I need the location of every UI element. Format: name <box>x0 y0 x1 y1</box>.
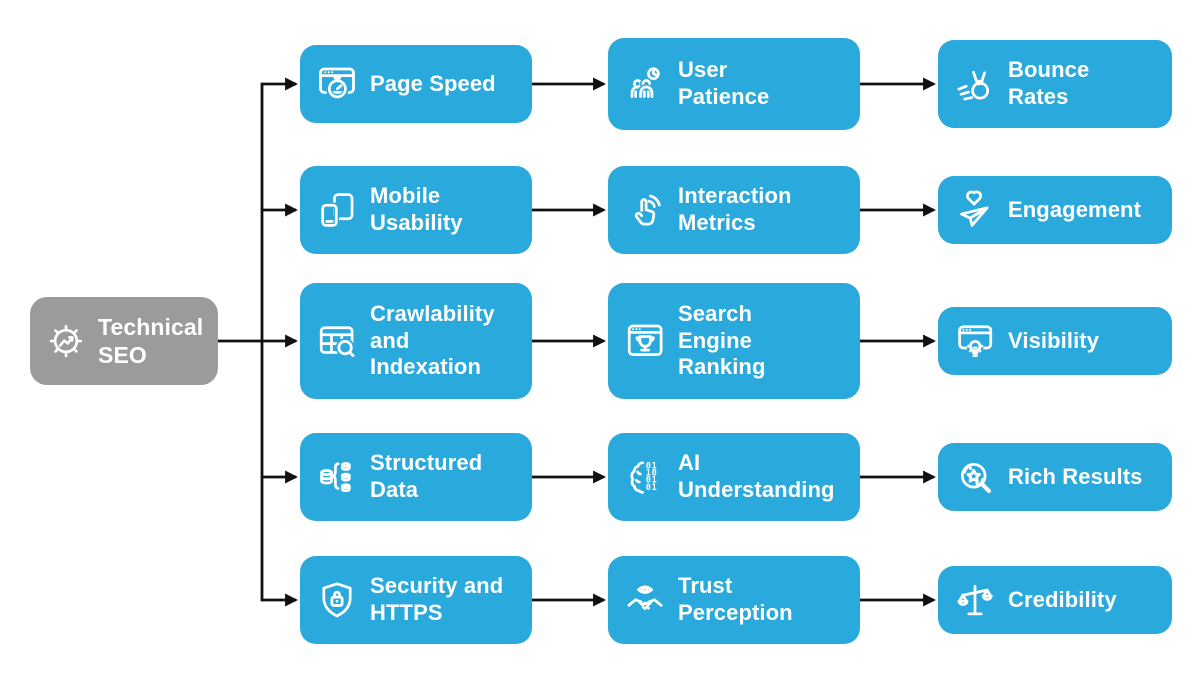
node-credibility: Credibility <box>938 566 1172 634</box>
node-label: Visibility <box>1008 327 1100 353</box>
ai-understanding-icon: 01 10 01 01 <box>623 455 667 499</box>
node-label: Crawlability and Indexation <box>370 300 495 380</box>
search-engine-ranking-icon <box>623 319 667 363</box>
mobile-usability-icon <box>315 188 359 232</box>
node-label: Technical SEO <box>98 313 204 368</box>
crawlability-indexation-icon <box>315 319 359 363</box>
svg-text:01: 01 <box>646 476 658 486</box>
interaction-metrics-icon <box>623 188 667 232</box>
node-label: Security and HTTPS <box>370 573 504 625</box>
bounce-rates-icon <box>953 62 997 106</box>
node-label: Rich Results <box>1008 463 1143 489</box>
node-user-patience: User Patience <box>608 38 860 130</box>
svg-text:01: 01 <box>646 461 658 471</box>
node-search-engine-ranking: Search Engine Ranking <box>608 283 860 399</box>
svg-text:01: 01 <box>646 483 658 493</box>
node-label: AI Understanding <box>678 450 835 502</box>
user-patience-icon <box>623 62 667 106</box>
node-label: Structured Data <box>370 450 483 502</box>
credibility-icon <box>953 578 997 622</box>
node-crawlability-indexation: Crawlability and Indexation <box>300 283 532 399</box>
node-technical-seo: Technical SEO <box>30 297 218 385</box>
node-mobile-usability: Mobile Usability <box>300 166 532 254</box>
node-engagement: Engagement <box>938 176 1172 244</box>
node-label: Interaction Metrics <box>678 183 792 235</box>
node-label: Page Speed <box>370 70 496 96</box>
trust-perception-icon <box>623 578 667 622</box>
node-label: Trust Perception <box>678 573 793 625</box>
node-label: Credibility <box>1008 586 1117 612</box>
node-label: User Patience <box>678 57 770 109</box>
node-label: Engagement <box>1008 196 1142 222</box>
node-rich-results: Rich Results <box>938 443 1172 511</box>
gear-trend-icon <box>45 320 87 362</box>
engagement-icon <box>953 188 997 232</box>
page-speed-icon <box>315 62 359 106</box>
node-label: Mobile Usability <box>370 183 463 235</box>
node-page-speed: Page Speed <box>300 45 532 123</box>
node-bounce-rates: Bounce Rates <box>938 40 1172 128</box>
security-https-icon <box>315 578 359 622</box>
node-ai-understanding: 01 10 01 01 AI Understanding <box>608 433 860 521</box>
node-trust-perception: Trust Perception <box>608 556 860 644</box>
rich-results-icon <box>953 455 997 499</box>
node-security-https: Security and HTTPS <box>300 556 532 644</box>
node-interaction-metrics: Interaction Metrics <box>608 166 860 254</box>
structured-data-icon <box>315 455 359 499</box>
visibility-icon <box>953 319 997 363</box>
svg-text:10: 10 <box>646 469 658 479</box>
node-label: Search Engine Ranking <box>678 300 766 380</box>
node-label: Bounce Rates <box>1008 57 1090 109</box>
node-visibility: Visibility <box>938 307 1172 375</box>
node-structured-data: Structured Data <box>300 433 532 521</box>
